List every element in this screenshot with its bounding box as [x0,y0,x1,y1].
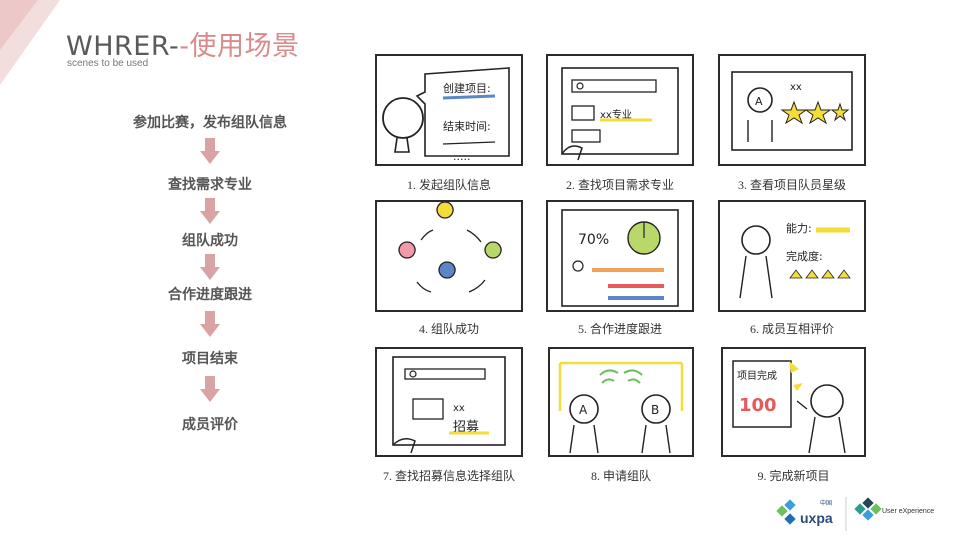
text-recruit: 招募 [453,420,479,435]
text-member-name: xx [790,82,802,93]
sketch-apply-team: A B [558,361,684,454]
storyboard-frame: xx专业 [546,54,694,166]
sketch-mutual-review: 能力: 完成度: [739,221,851,299]
page-subtitle: scenes to be used [67,58,149,69]
storyboard-frame [375,200,523,312]
sketch-progress: 70% [561,209,679,307]
storyboard-frame: xx 招募 [375,347,523,457]
text-member-a: A [579,403,588,417]
title-accent: -使用场景 [179,31,300,62]
sketch-project-done: 项目完成 100 [732,360,846,454]
corner-decoration [0,0,60,85]
text-end-time: 结束时间: [443,120,491,133]
text-project-done: 项目完成 [737,369,777,382]
storyboard-frame: 能力: 完成度: [718,200,866,312]
flow-step-3: 组队成功 [182,233,238,249]
storyboard-caption: 6. 成员互相评价 [749,322,834,336]
storyboard-caption: 1. 发起组队信息 [406,178,491,192]
uxpa-wordmark: uxpa [800,510,833,526]
uxpa-logo: uxpa 中国 User eXperience [776,497,934,531]
text-dots: ..... [453,150,470,163]
down-arrow-icon [200,138,220,164]
storyboard-frame: A xx [718,54,866,166]
storyboard-caption: 8. 申请组队 [590,469,651,483]
text-progress-percent: 70% [578,232,609,248]
text-completion: 完成度: [786,249,823,263]
text-create-project: 创建项目: [443,81,491,95]
down-arrow-icon [200,198,220,224]
down-arrow-icon [200,311,220,337]
text-ability: 能力: [786,221,812,235]
ux-wordmark: User eXperience [882,508,934,515]
storyboard-frame: 70% [546,200,694,312]
down-arrow-icon [200,254,220,280]
storyboard-caption: 5. 合作进度跟进 [577,322,662,336]
footer-logos: uxpa 中国 User eXperience [776,493,956,537]
title-main: WHRER- [66,31,180,62]
flow-step-1: 参加比赛，发布组队信息 [133,115,287,131]
storyboard-caption: 9. 完成新项目 [757,469,830,483]
text-member-b: B [651,403,659,417]
sketch-search-major: xx专业 [561,67,679,161]
flow-step-6: 成员评价 [182,417,238,433]
flow-step-4: 合作进度跟进 [168,287,252,303]
storyboard-caption: 2. 查找项目需求专业 [565,178,674,192]
text-recruit-name: xx [453,403,465,414]
text-member-a: A [755,95,763,108]
storyboard-frame: 创建项目: 结束时间: ..... [375,54,523,166]
down-arrow-icon [200,376,220,402]
text-major: xx专业 [600,108,632,121]
flow-step-2: 查找需求专业 [168,177,252,193]
sketch-recruit-info: xx 招募 [392,356,506,454]
flow-step-5: 项目结束 [182,351,238,367]
sketch-member-stars: A xx [731,71,853,151]
storyboard-frame: A B [548,347,694,457]
page-title: WHRER--使用场景 [66,24,299,63]
storyboard-caption: 7. 查找招募信息选择组队 [382,469,515,483]
sketch-team-formed [398,202,502,293]
storyboard-caption: 3. 查看项目队员星级 [737,178,846,192]
storyboard-frame: 项目完成 100 [721,347,866,457]
storyboard-caption: 4. 组队成功 [418,322,479,336]
sketch-create-project: 创建项目: 结束时间: ..... [382,67,510,163]
text-score: 100 [739,395,777,416]
uxpa-region: 中国 [820,499,832,507]
